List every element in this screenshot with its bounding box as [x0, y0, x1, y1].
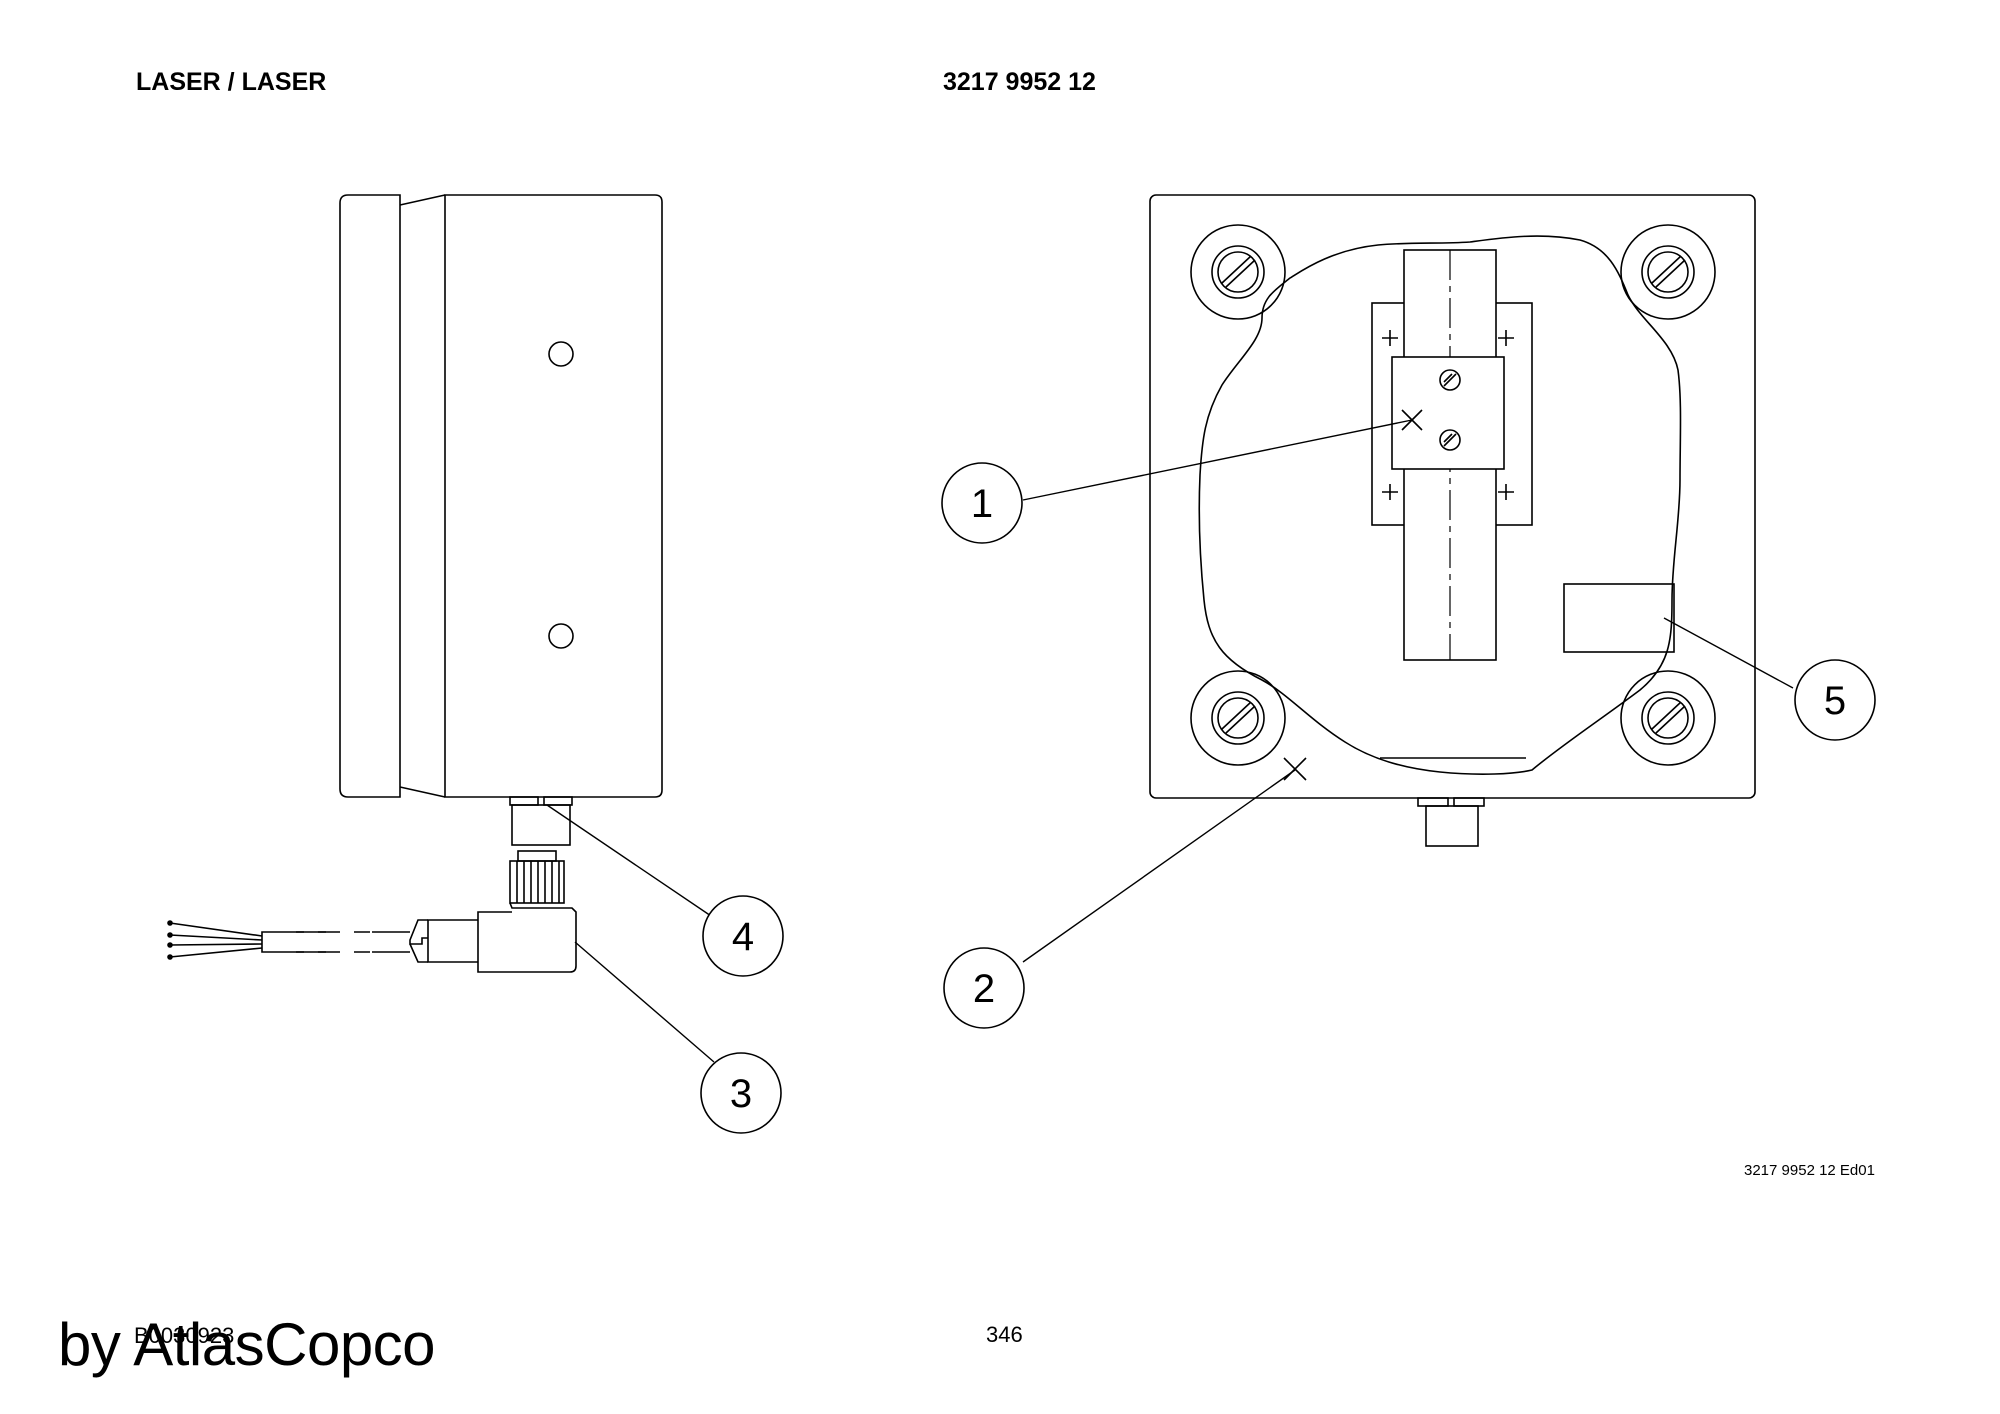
screw	[1620, 224, 1716, 320]
document-reference: B0030923	[134, 1323, 235, 1348]
part-number: 3217 9952 12	[943, 68, 1096, 96]
cutaway-outline	[1198, 235, 1682, 775]
callout-3-label: 3	[730, 1072, 752, 1116]
callout-2-label: 2	[973, 967, 995, 1011]
page-number: 346	[986, 1322, 1023, 1347]
leader-line-1	[1022, 419, 1413, 501]
callout-4: 4	[702, 895, 784, 977]
leader-line-4	[546, 804, 715, 919]
leader-line-2	[1022, 769, 1296, 963]
screw	[1190, 670, 1286, 766]
laser-side-view	[167, 194, 663, 973]
callout-3: 3	[700, 1052, 782, 1134]
leader-line-3	[574, 941, 715, 1063]
screw	[1190, 224, 1286, 320]
leader-line-5	[1663, 617, 1794, 689]
label-plate	[1563, 583, 1675, 653]
callout-5: 5	[1794, 659, 1876, 741]
laser-front-view	[1149, 194, 1756, 847]
callout-1-label: 1	[971, 482, 993, 526]
callout-5-label: 5	[1824, 679, 1846, 723]
laser-module	[1391, 356, 1505, 470]
mounting-hole	[548, 341, 574, 367]
callout-4-label: 4	[732, 915, 754, 959]
watermark: by AtlasCopco	[58, 1311, 436, 1378]
callout-2: 2	[943, 947, 1025, 1029]
edition-label: 3217 9952 12 Ed01	[1744, 1162, 1875, 1179]
screw	[1620, 670, 1716, 766]
callout-1: 1	[941, 462, 1023, 544]
page-title: LASER / LASER	[136, 68, 327, 96]
mounting-hole	[548, 623, 574, 649]
